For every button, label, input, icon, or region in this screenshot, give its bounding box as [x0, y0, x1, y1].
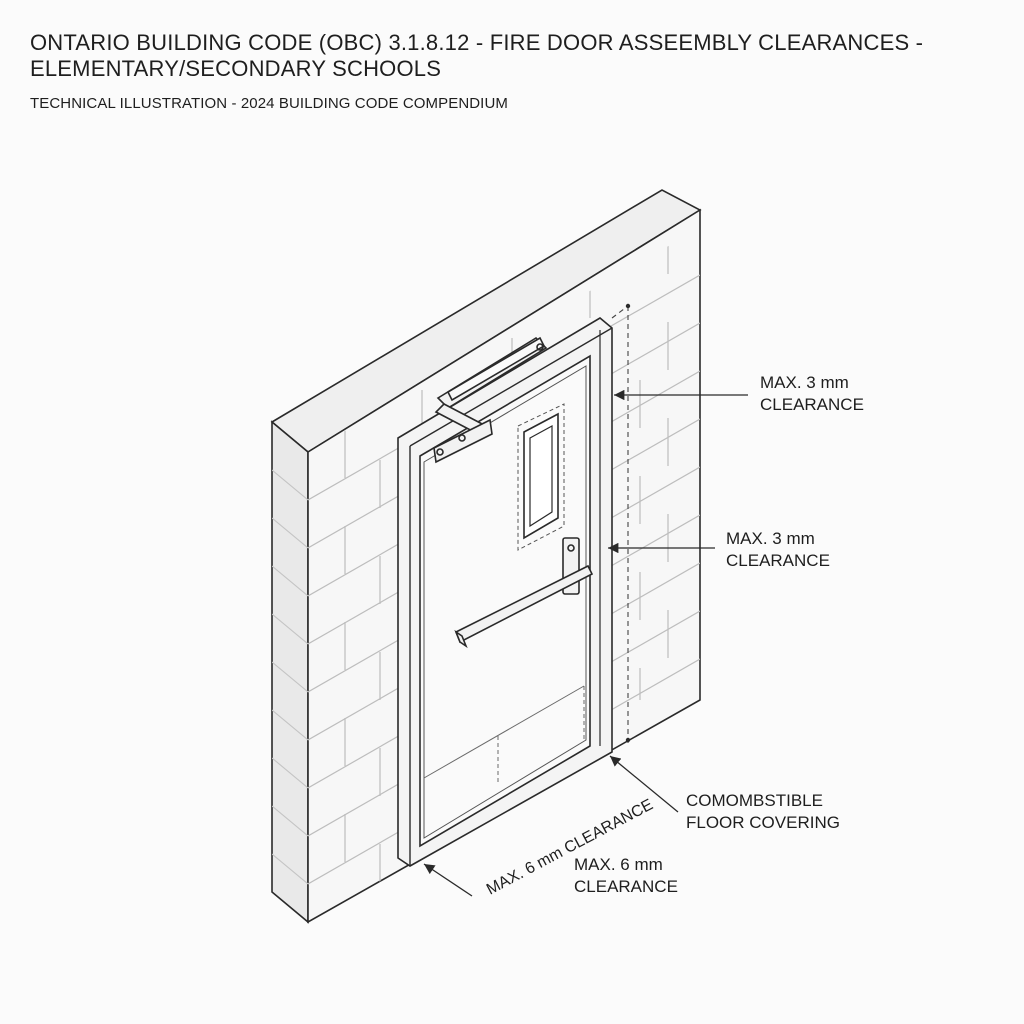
- leader-arrows: [423, 389, 748, 897]
- clearance-label-latch-line2: CLEARANCE: [726, 551, 830, 570]
- clearance-label-top-line2: CLEARANCE: [760, 395, 864, 414]
- vision-panel-dashed-outline: [517, 403, 565, 551]
- clearance-guide-line: [611, 305, 629, 744]
- clearance-label-latch-line1: MAX. 3 mm: [726, 529, 815, 548]
- door-closer-icon: [433, 336, 548, 464]
- floor-covering-label-line2: FLOOR COVERING: [686, 813, 840, 832]
- kick-plate-outline: [423, 685, 585, 784]
- clearance-label-top-line1: MAX. 3 mm: [760, 373, 849, 392]
- wall-side-face: [271, 420, 309, 924]
- clearance-label-bottom-line1: MAX. 6 mm: [574, 855, 663, 874]
- clearance-label-bottom-line2: CLEARANCE: [574, 877, 678, 896]
- page-subtitle: TECHNICAL ILLUSTRATION - 2024 BUILDING C…: [30, 95, 508, 112]
- page-title: ONTARIO BUILDING CODE (OBC) 3.1.8.12 - F…: [30, 30, 924, 81]
- vision-panel: [523, 412, 559, 540]
- floor-covering-label-line1: COMOMBSTIBLE: [686, 791, 823, 810]
- side-block-courses: [272, 469, 308, 885]
- panic-bar-icon: [454, 537, 594, 649]
